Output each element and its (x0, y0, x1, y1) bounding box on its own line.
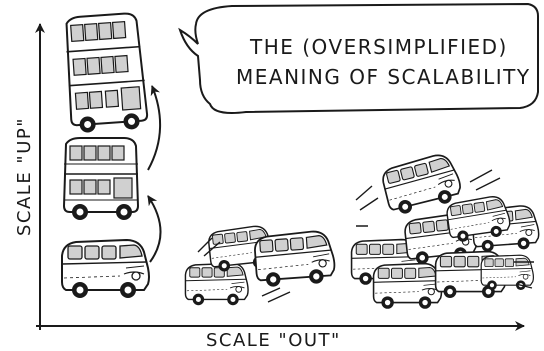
scale-out-large-group (350, 150, 541, 310)
scale-out-van (372, 262, 443, 310)
scale-up-double-decker-bus (63, 137, 139, 221)
vertical-axis-label: SCALE "UP" (14, 117, 35, 236)
horizontal-axis-label: SCALE "OUT" (206, 330, 341, 351)
scale-out-small-group (184, 224, 337, 306)
scale-up-arrow-2 (147, 85, 162, 171)
scale-up-arrow-1 (147, 195, 162, 263)
scale-up-triple-decker-bus (63, 11, 150, 135)
scale-out-van (253, 229, 337, 289)
scale-out-van (480, 254, 535, 291)
speech-bubble (178, 2, 539, 114)
motion-lines (355, 169, 534, 289)
motion-lines (197, 237, 291, 303)
caption-line-1: THE (OVERSIMPLIFIED) (249, 35, 508, 59)
scale-up-van (61, 239, 150, 299)
caption-line-2: MEANING OF SCALABILITY (236, 65, 531, 89)
scale-out-van (184, 262, 249, 306)
